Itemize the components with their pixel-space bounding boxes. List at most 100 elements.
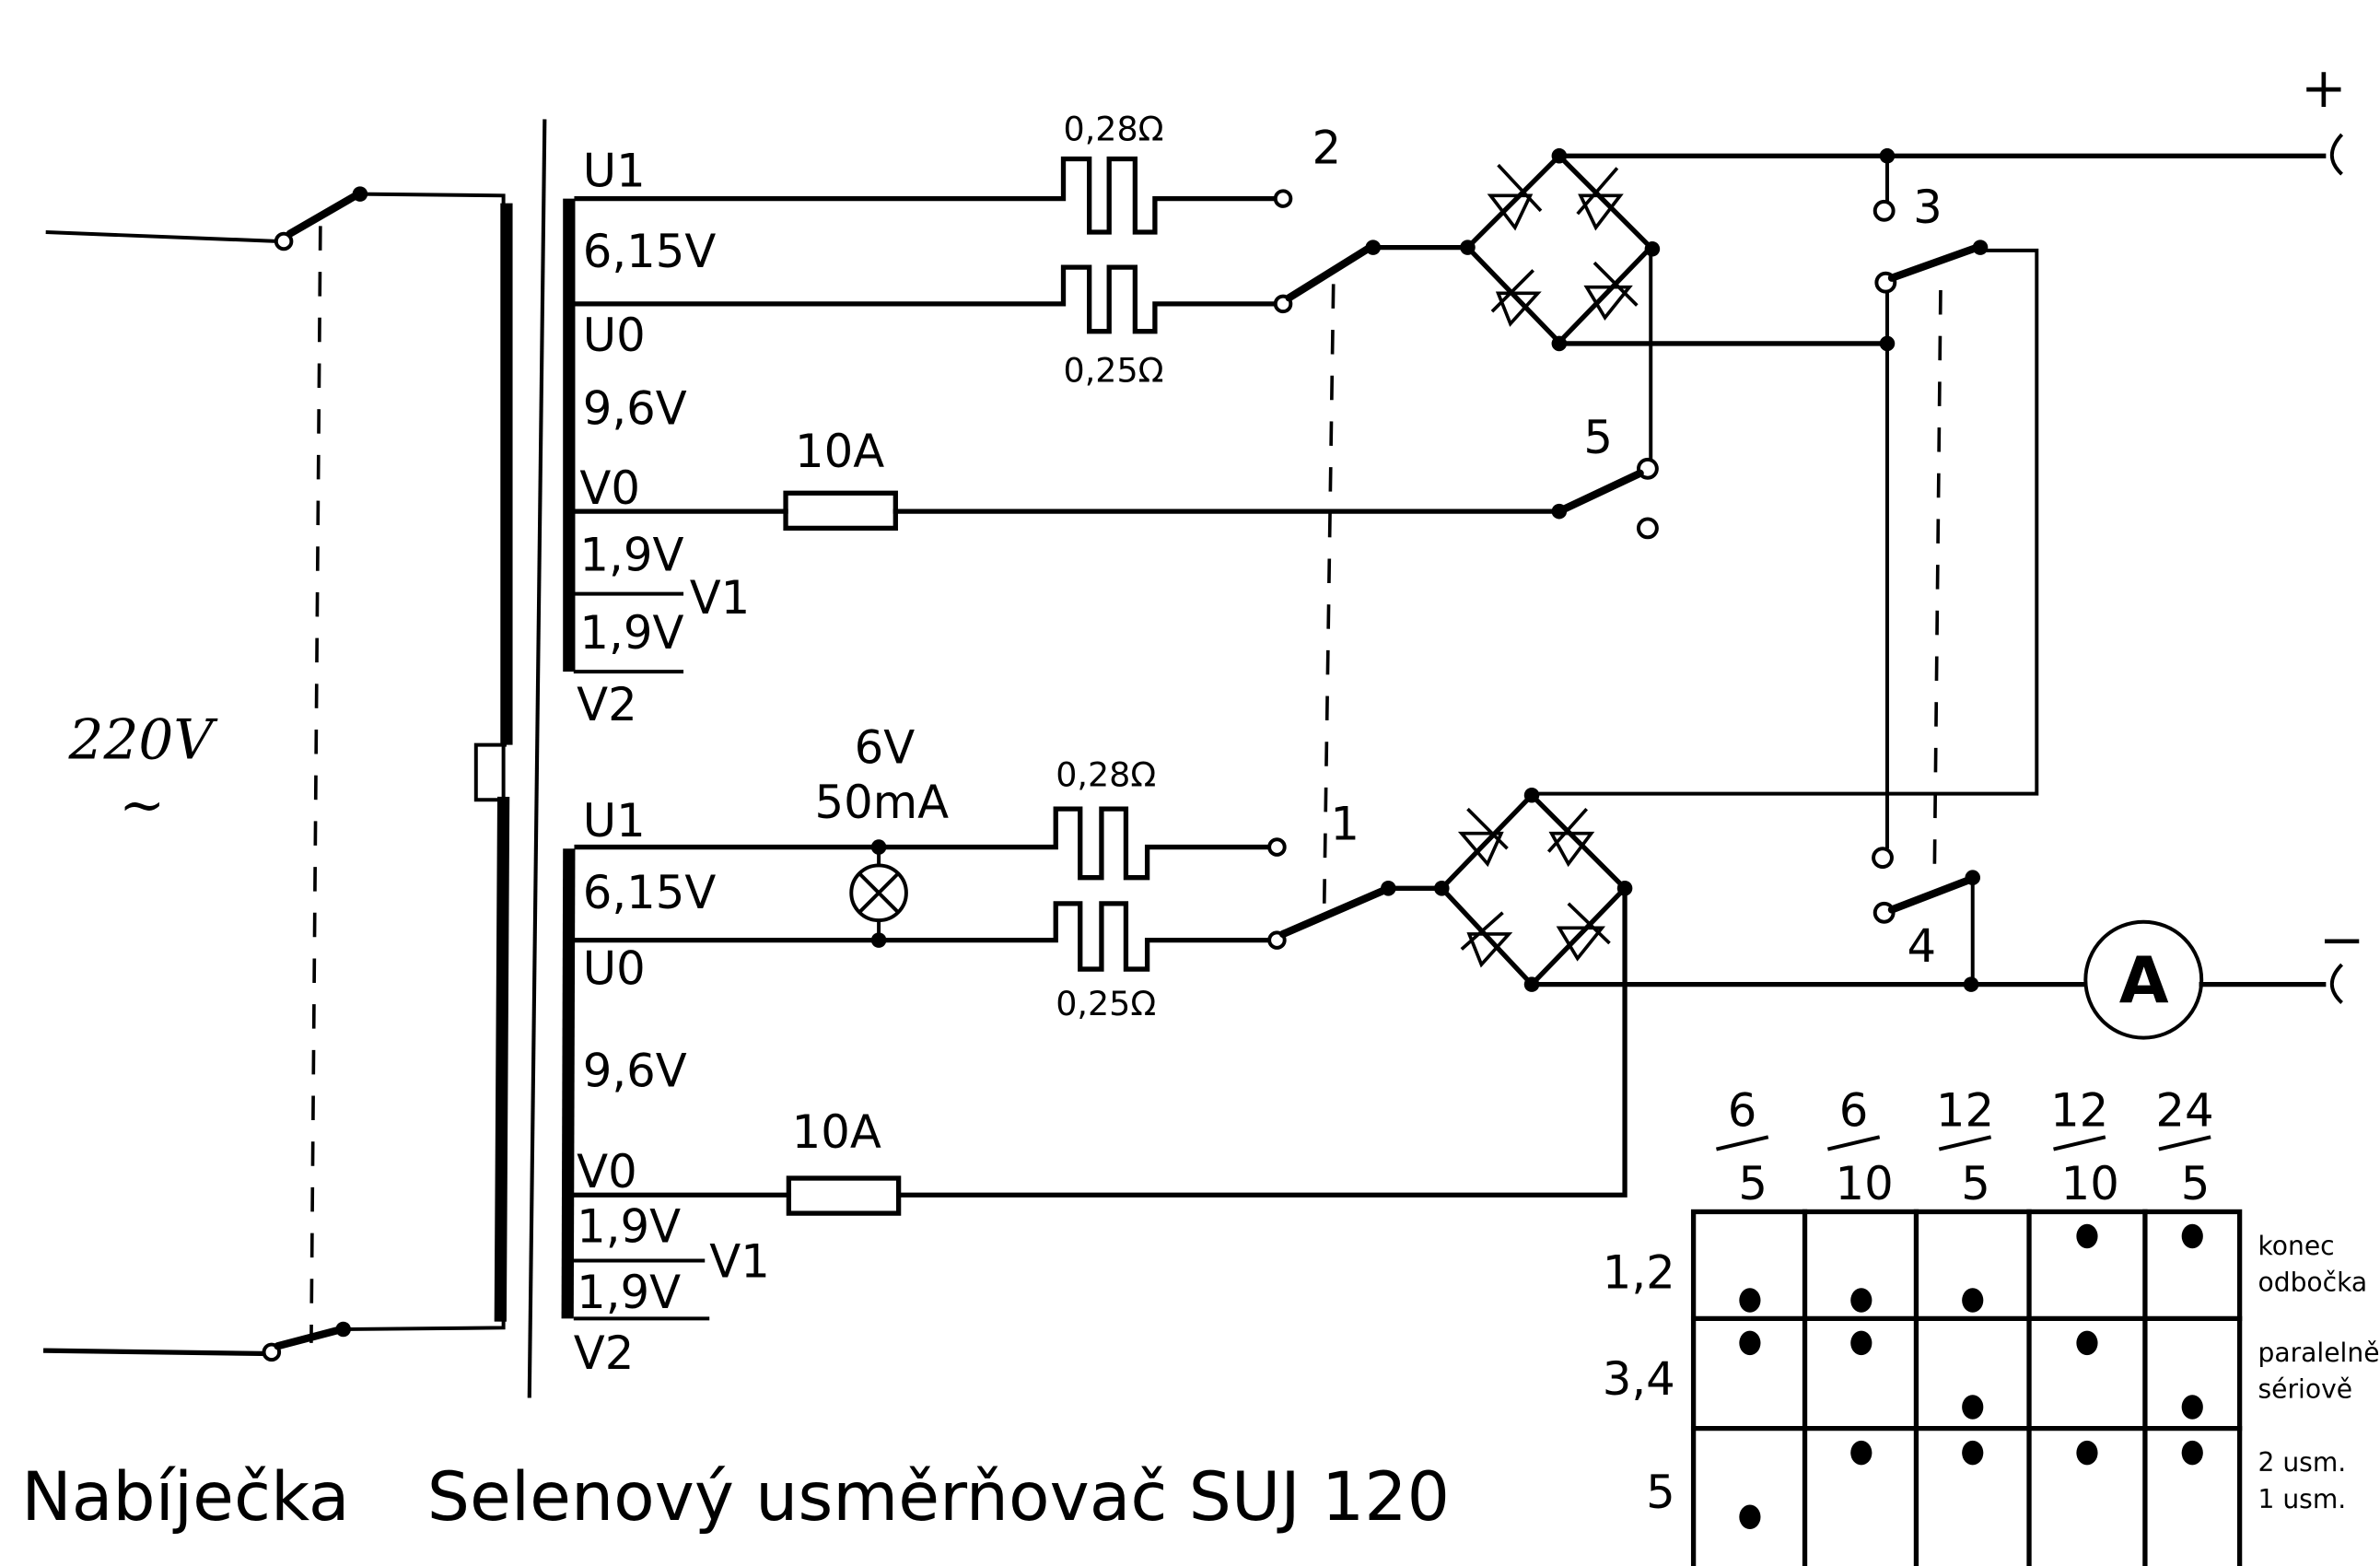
column-fraction-bar (1938, 1135, 1992, 1151)
page-subtitle: Selenový usměrňovač SUJ 120 (427, 1458, 1450, 1537)
column-voltage: 12 (1936, 1084, 1994, 1138)
positive-terminal-label: + (2301, 57, 2347, 121)
mains-switch-linkage (309, 226, 322, 1343)
table-column-header: 245 (2155, 1084, 2213, 1211)
switch-2-label: 2 (1312, 121, 1342, 174)
mains-wire-bottom (43, 1348, 270, 1357)
lower-resistor-top-value: 0,28Ω (1056, 754, 1156, 794)
table-column-header: 65 (1716, 1084, 1769, 1210)
mains-switch-top-contact (274, 231, 294, 251)
upper-tap-u0: U0 (583, 309, 646, 362)
lower-tap-u1: U1 (583, 794, 646, 847)
upper-fuse-rating: 10A (795, 425, 884, 478)
lamp-icon (849, 847, 908, 941)
switch-2-blade[interactable] (1285, 243, 1374, 302)
setting-dot-top (1850, 1440, 1872, 1466)
row-switch-label: 3,4 (1603, 1352, 1675, 1406)
column-current: 10 (2061, 1157, 2119, 1210)
lower-voltage-u0-v0: 9,6V (583, 1045, 687, 1098)
row-switch-label: 1,2 (1603, 1245, 1675, 1299)
upper-resistor-top-value: 0,28Ω (1064, 110, 1164, 149)
diode-icon (1487, 163, 1543, 231)
switch-5-contact-bottom (1636, 517, 1659, 540)
lower-output-wiring: 4 A − (1529, 847, 2365, 1040)
table-row: 5 2 usm. 1 usm. (1646, 1440, 2346, 1529)
switch-1-blade[interactable] (1278, 885, 1390, 939)
ac-symbol: ~ (119, 775, 165, 838)
switch-5-label: 5 (1583, 411, 1613, 464)
primary-winding-lead (344, 192, 506, 1331)
setting-dot-top (2076, 1223, 2098, 1249)
switch-5-pivot (1551, 503, 1568, 520)
upper-bridge-node-left (1460, 240, 1476, 255)
upper-resistor-bottom-value: 0,25Ω (1064, 350, 1164, 390)
lower-u1-resistor (574, 806, 1272, 881)
setting-dot-top (1739, 1330, 1761, 1356)
upper-voltage-u1-u0: 6,15V (583, 225, 717, 278)
diode-icon (1490, 269, 1542, 327)
upper-tap-u1: U1 (583, 144, 646, 197)
transformer-core (527, 119, 547, 1398)
column-current: 5 (2181, 1157, 2211, 1210)
setting-dot-bottom (1962, 1288, 1984, 1313)
lower-tap-u0: U0 (583, 942, 646, 996)
primary-winding (494, 203, 513, 1322)
lower-resistor-bottom-value: 0,25Ω (1056, 984, 1156, 1023)
lower-bridge-node-top (1523, 787, 1540, 803)
row-position-bottom: 1 usm. (2258, 1484, 2346, 1514)
switch-4-blade[interactable] (1887, 875, 1976, 914)
upper-tap-v2: V2 (577, 678, 637, 731)
upper-tap-v0: V0 (579, 462, 640, 515)
lower-u0-resistor (574, 901, 1272, 972)
upper-bridge-rectifier (1460, 147, 1661, 352)
column-voltage: 12 (2050, 1084, 2108, 1138)
diode-icon (1583, 261, 1639, 321)
column-current: 10 (1836, 1157, 1894, 1210)
page-title: Nabíječka (21, 1458, 349, 1537)
upper-u0-resistor (574, 264, 1278, 334)
ammeter-label: A (2119, 944, 2169, 1019)
switch-4-contact-top (1872, 847, 1894, 870)
upper-secondary: U1 6,15V U0 9,6V V0 1,9V V1 1,9V V2 0,28… (573, 110, 1562, 731)
negative-terminal-icon[interactable] (2329, 963, 2344, 1004)
lower-secondary-winding (561, 848, 576, 1319)
lower-bridge-node-left (1434, 881, 1450, 896)
upper-voltage-v0-v1: 1,9V (579, 529, 683, 582)
ammeter-icon (2083, 919, 2204, 1040)
switch-5-blade[interactable] (1555, 469, 1644, 516)
switch-3-label: 3 (1913, 181, 1942, 234)
mains-switch-bottom-pivot (335, 1321, 351, 1338)
upper-fuse (783, 490, 898, 532)
upper-bridge-outline (1464, 152, 1654, 346)
primary-winding-tap (473, 742, 507, 802)
lower-secondary: U1 6,15V U0 9,6V V0 1,9V V1 1,9V V2 6V 5… (571, 720, 1628, 1380)
lower-fuse-rating: 10A (792, 1105, 881, 1159)
row-position-bottom: odbočka (2258, 1268, 2367, 1298)
lower-fuse-to-bridge (895, 885, 1628, 1198)
lower-voltage-v1-v2: 1,9V (577, 1266, 681, 1319)
switch-3-blade[interactable] (1887, 243, 1981, 282)
lower-voltage-v0-v1: 1,9V (577, 1200, 681, 1254)
setting-dot-top (1850, 1330, 1872, 1356)
upper-u1-resistor (574, 156, 1278, 235)
switch-3-to-lower-bridge (1532, 248, 2039, 796)
table-column-header: 125 (1936, 1084, 1994, 1211)
table-column-header: 610 (1826, 1084, 1894, 1210)
setting-dot-top (2181, 1223, 2203, 1249)
row-position-top: 2 usm. (2258, 1447, 2346, 1478)
column-fraction-bar (1826, 1135, 1881, 1151)
row-switch-label: 5 (1646, 1466, 1675, 1519)
switch-3-pivot (1972, 240, 1989, 255)
switch-1-label: 1 (1330, 797, 1359, 850)
mains-switch-top-blade[interactable] (286, 190, 363, 238)
lower-tap-v1: V1 (709, 1235, 770, 1289)
positive-terminal-icon[interactable] (2329, 133, 2344, 176)
column-voltage: 6 (1728, 1084, 1757, 1138)
column-voltage: 6 (1839, 1084, 1869, 1138)
switch-2-contact-end (1273, 189, 1293, 208)
